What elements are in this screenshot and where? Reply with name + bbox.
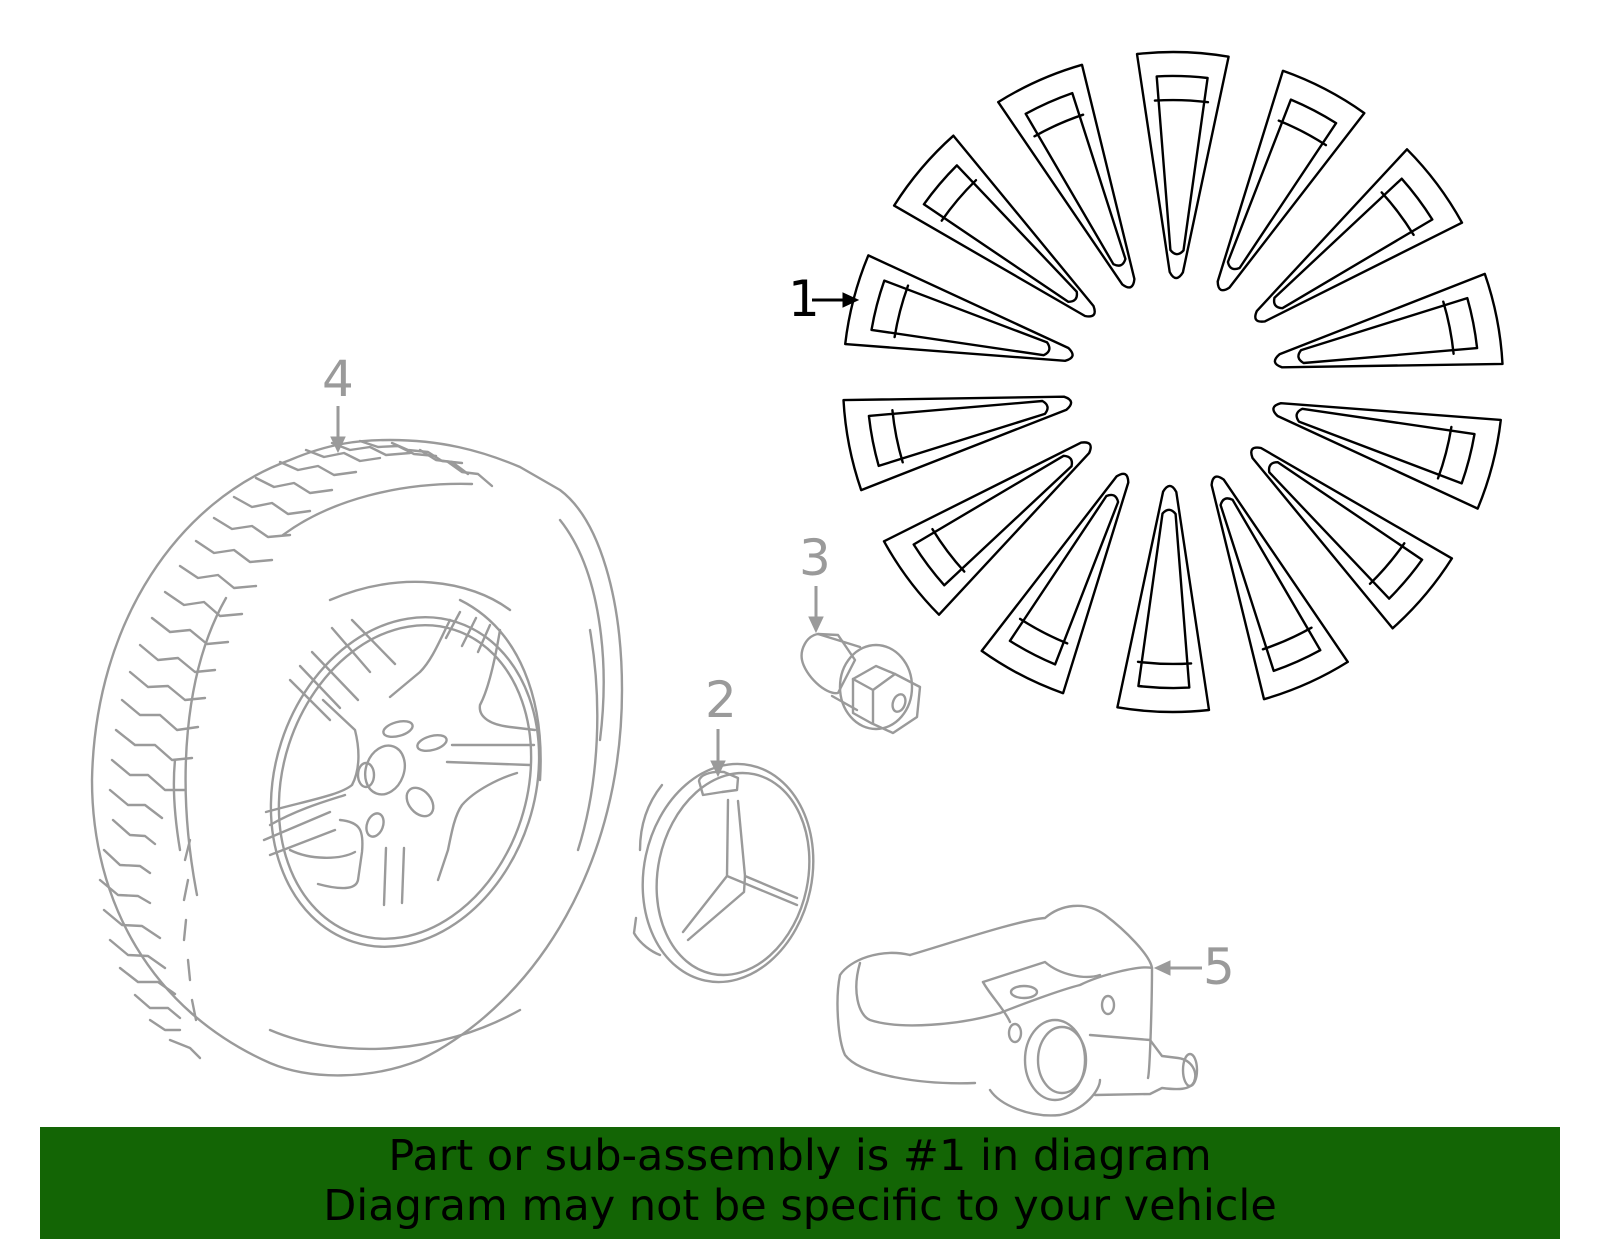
wheel-spoke-opening-inner — [1219, 497, 1322, 673]
callout-3-label[interactable]: 3 — [799, 529, 831, 587]
wheel-spoke-opening-outline — [842, 395, 1073, 492]
banner-line-2: Diagram may not be specific to your vehi… — [323, 1181, 1277, 1231]
wheel-spoke-opening-inner — [912, 454, 1074, 587]
callout-3-arrow — [808, 586, 824, 634]
banner-line-1: Part or sub-assembly is #1 in diagram — [388, 1131, 1212, 1181]
wheel-spoke-opening-inner — [1267, 461, 1424, 600]
wheel-rim-lip — [1368, 542, 1406, 585]
wheel-rim-lip — [1277, 119, 1328, 147]
wheel-spoke-opening-outline — [980, 472, 1130, 695]
wheel-spoke-opening-inner — [1272, 177, 1434, 310]
wheel-spoke-opening-inner — [1024, 91, 1127, 267]
wheel-spoke-opening-outline — [1135, 50, 1230, 280]
wheel-rim-lip — [1261, 626, 1313, 651]
wheel-spoke-opening-outline — [1250, 446, 1454, 630]
wheel-spoke-opening-outline — [1210, 475, 1349, 701]
tpms-sensor-part-5[interactable] — [836, 904, 1199, 1117]
wheel-rim-lip — [1442, 300, 1455, 355]
center-cap-part-2[interactable] — [623, 748, 833, 998]
wheel-spoke-opening-outline — [1272, 402, 1502, 510]
callout-4-arrow — [330, 406, 346, 454]
wheel-spoke-opening-inner — [867, 399, 1049, 468]
callout-1-arrow — [812, 292, 860, 308]
wheel-spoke-opening-inner — [1226, 98, 1338, 271]
wheel-spoke-opening-inner — [922, 164, 1079, 303]
callout-2-label[interactable]: 2 — [705, 671, 737, 729]
callout-1-label[interactable]: 1 — [788, 270, 820, 328]
callout-2-arrow — [710, 729, 726, 778]
wheel-spoke-opening-inner — [1155, 74, 1209, 256]
wheel-spoke-opening-inner — [1008, 493, 1120, 666]
wheel-spoke-opening-outline — [1254, 148, 1464, 323]
wheel-rim-lip — [1136, 660, 1193, 666]
wheel-bolt-part-3[interactable] — [800, 632, 922, 735]
wheel-rim-lip — [1436, 425, 1453, 480]
wheel-rim-lip — [1033, 113, 1085, 138]
wheel-rim-lip — [1380, 191, 1415, 237]
wheel-spoke-opening-outline — [1273, 272, 1504, 369]
tire-assembly-part-4[interactable] — [90, 438, 624, 1077]
wheel-spoke-opening-outline — [882, 441, 1092, 616]
wheel-spoke-opening-inner — [1295, 407, 1476, 485]
wheel-part-1[interactable] — [842, 50, 1504, 714]
wheel-spoke-opening-inner — [1137, 508, 1191, 690]
wheel-spoke-opening-inner — [870, 279, 1051, 357]
wheel-rim-lip — [931, 527, 966, 573]
callout-5-label[interactable]: 5 — [1203, 938, 1235, 996]
wheel-spoke-opening-outline — [1116, 484, 1211, 714]
notice-banner: Part or sub-assembly is #1 in diagram Di… — [40, 1127, 1560, 1239]
wheel-rim-lip — [891, 409, 904, 464]
wheel-rim-lip — [1018, 617, 1069, 645]
callout-5-arrow — [1153, 960, 1202, 976]
wheel-spoke-opening-outline — [997, 63, 1136, 289]
wheel-spoke-opening-outline — [1216, 69, 1366, 292]
wheel-spoke-opening-outline — [844, 254, 1074, 362]
wheel-spoke-opening-outline — [892, 134, 1096, 318]
wheel-spoke-opening-inner — [1297, 296, 1479, 365]
wheel-rim-lip — [893, 284, 910, 339]
wheel-rim-lip — [940, 179, 978, 222]
wheel-rim-lip — [1153, 98, 1210, 104]
callout-4-label[interactable]: 4 — [322, 350, 354, 408]
